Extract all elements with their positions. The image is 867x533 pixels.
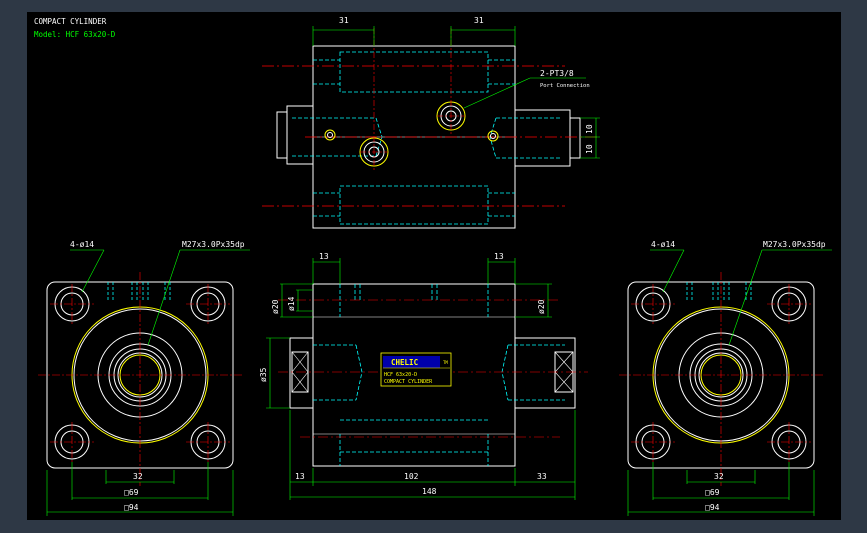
drawing-title: COMPACT CYLINDER [34,17,107,26]
right-dim-32: 32 [714,472,724,481]
side-dim-13-right: 13 [494,252,504,261]
right-dim-sq69: □69 [705,488,720,497]
side-view: CHELIC TM HCF 63x20-D COMPACT CYLINDER 1… [259,252,588,500]
side-dim-13-bottom: 13 [295,472,305,481]
right-thread-label: M27x3.0Px35dp [763,240,826,249]
top-view: 31 31 2-PT3/8 Port Connection 10 10 [262,16,600,229]
dim-top-31-left: 31 [339,16,349,25]
left-thread-label: M27x3.0Px35dp [182,240,245,249]
port-sublabel: Port Connection [540,83,590,89]
side-dim-148: 148 [422,487,437,496]
label-line1: HCF 63x20-D [384,372,417,378]
side-dim-102: 102 [404,472,419,481]
right-end-view: 4-ø14 M27x3.0Px35dp 32 □69 □94 [619,240,832,516]
label-line2: COMPACT CYLINDER [384,379,433,385]
drawing-model: Model: HCF 63x20-D [34,30,116,39]
side-left-rod [289,337,314,409]
left-end-view: 4-ø14 M27x3.0Px35dp 32 □69 □94 [38,240,250,516]
left-dim-sq94: □94 [124,503,139,512]
right-holes-label: 4-ø14 [651,240,675,249]
side-dim-13-left: 13 [319,252,329,261]
left-holes-label: 4-ø14 [70,240,94,249]
label-brand: CHELIC [391,358,418,367]
side-dim-d20-left: ø20 [271,299,280,314]
side-right-rod [514,337,576,409]
port-label: 2-PT3/8 [540,69,574,78]
label-trademark: TM [443,360,448,365]
right-dim-sq94: □94 [705,503,720,512]
label-plate: CHELIC TM HCF 63x20-D COMPACT CYLINDER [380,352,452,387]
side-dim-d14: ø14 [287,296,296,311]
left-dim-32: 32 [133,472,143,481]
side-dim-33: 33 [537,472,547,481]
drawing-sheet [27,12,841,520]
left-dim-sq69: □69 [124,488,139,497]
side-dim-d20-right: ø20 [537,299,546,314]
dim-top-31-right: 31 [474,16,484,25]
dim-10-upper: 10 [585,124,594,134]
side-dim-d35: ø35 [259,367,268,382]
dim-10-lower: 10 [585,144,594,154]
